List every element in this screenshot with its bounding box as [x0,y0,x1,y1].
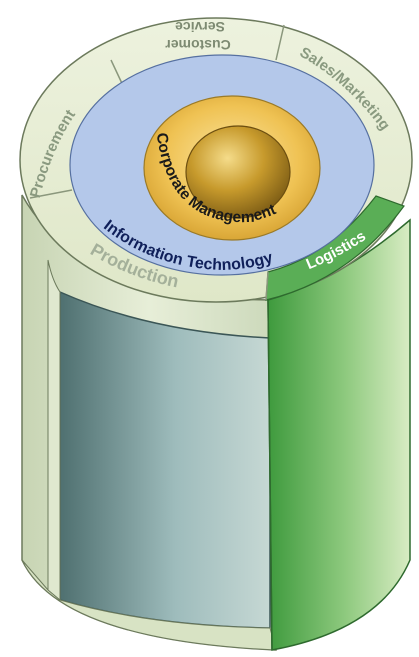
core-hole [185,125,291,219]
cylinder-top [19,17,413,303]
inner-cavity-wall [59,290,271,629]
customer-service-label-2: Customer [165,37,231,53]
logistics-segment [265,195,405,301]
customer-service-label-1: Service [175,19,225,35]
inner-cavity-rim [47,259,61,601]
